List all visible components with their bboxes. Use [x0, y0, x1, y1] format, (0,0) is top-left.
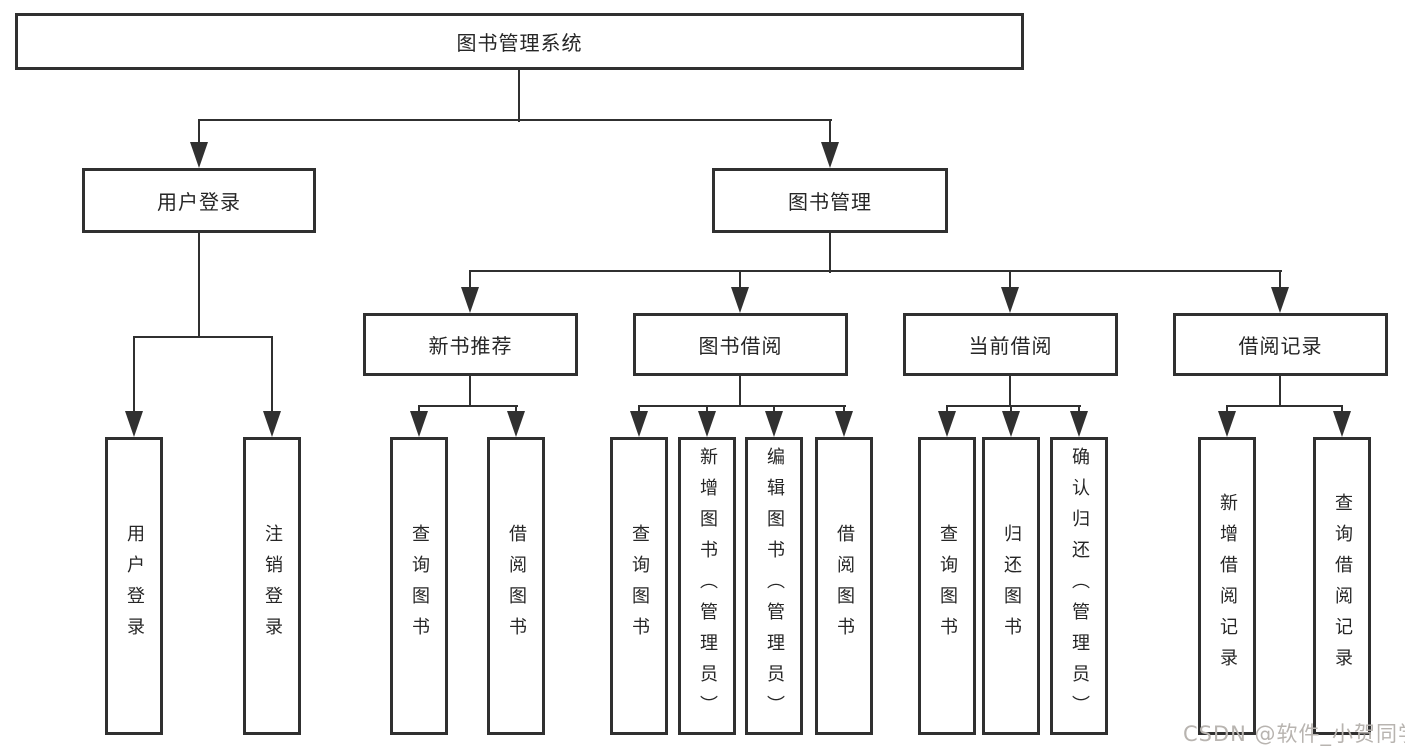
arrow-down-icon: [461, 287, 479, 313]
leaf-label: 借阅图书: [506, 524, 527, 648]
connector-line: [271, 336, 273, 425]
leaf-edit-books-admin: 编辑图书（管理员）: [745, 437, 803, 735]
connector-line: [946, 405, 1081, 407]
arrow-down-icon: [507, 411, 525, 437]
node-label: 新书推荐: [428, 334, 513, 358]
arrow-down-icon: [1218, 411, 1236, 437]
connector-line: [133, 336, 135, 425]
connector-line: [829, 119, 831, 156]
leaf-label: 借阅图书: [834, 524, 855, 648]
connector-line: [198, 119, 200, 156]
leaf-query-books-recommend: 查询图书: [390, 437, 448, 735]
connector-line: [638, 405, 846, 407]
leaf-add-books-admin: 新增图书（管理员）: [678, 437, 736, 735]
arrow-down-icon: [190, 142, 208, 168]
connector-line: [133, 336, 273, 338]
connector-line: [469, 270, 1282, 272]
leaf-label: 用户登录: [124, 524, 145, 648]
leaf-label: 查询图书: [409, 524, 430, 648]
arrow-down-icon: [835, 411, 853, 437]
leaf-label: 编辑图书（管理员）: [764, 446, 785, 726]
leaf-label: 查询图书: [937, 524, 958, 648]
leaf-label: 注销登录: [262, 524, 283, 648]
csdn-watermark: CSDN @软件_小贺同学: [1183, 722, 1405, 746]
leaf-label: 查询借阅记录: [1332, 493, 1353, 679]
arrow-down-icon: [731, 287, 749, 313]
leaf-borrow-books-recommend: 借阅图书: [487, 437, 545, 735]
connector-line: [829, 232, 831, 273]
arrow-down-icon: [263, 411, 281, 437]
arrow-down-icon: [1333, 411, 1351, 437]
connector-line: [1279, 376, 1281, 407]
connector-line: [739, 376, 741, 407]
leaf-query-books-borrow: 查询图书: [610, 437, 668, 735]
arrow-down-icon: [1070, 411, 1088, 437]
node-book-management: 图书管理: [712, 168, 948, 233]
arrow-down-icon: [125, 411, 143, 437]
node-borrowing-records: 借阅记录: [1173, 313, 1388, 376]
arrow-down-icon: [821, 142, 839, 168]
leaf-query-borrow-record: 查询借阅记录: [1313, 437, 1371, 735]
arrow-down-icon: [938, 411, 956, 437]
leaf-query-books-current: 查询图书: [918, 437, 976, 735]
connector-line: [1226, 405, 1343, 407]
connector-line: [1009, 376, 1011, 407]
connector-line: [198, 119, 832, 121]
leaf-confirm-return-admin: 确认归还（管理员）: [1050, 437, 1108, 735]
node-user-login: 用户登录: [82, 168, 316, 233]
node-label: 借阅记录: [1238, 334, 1323, 358]
leaf-label: 确认归还（管理员）: [1069, 446, 1090, 726]
leaf-borrow-books: 借阅图书: [815, 437, 873, 735]
arrow-down-icon: [765, 411, 783, 437]
node-book-borrowing: 图书借阅: [633, 313, 848, 376]
node-label: 图书借阅: [698, 334, 783, 358]
connector-line: [739, 270, 741, 301]
node-new-book-recommendation: 新书推荐: [363, 313, 578, 376]
leaf-label: 新增图书（管理员）: [697, 446, 718, 726]
connector-line: [1009, 270, 1011, 301]
arrow-down-icon: [630, 411, 648, 437]
node-library-management-system: 图书管理系统: [15, 13, 1024, 70]
node-label: 用户登录: [157, 190, 241, 214]
leaf-return-books: 归还图书: [982, 437, 1040, 735]
connector-line: [469, 376, 471, 407]
leaf-add-borrow-record: 新增借阅记录: [1198, 437, 1256, 735]
connector-line: [518, 70, 520, 122]
connector-line: [418, 405, 518, 407]
arrow-down-icon: [1001, 287, 1019, 313]
leaf-label: 归还图书: [1001, 524, 1022, 648]
node-current-borrowing: 当前借阅: [903, 313, 1118, 376]
leaf-label: 新增借阅记录: [1217, 493, 1238, 679]
connector-line: [1279, 270, 1281, 301]
node-label: 图书管理系统: [456, 31, 583, 55]
connector-line: [469, 270, 471, 301]
arrow-down-icon: [1002, 411, 1020, 437]
node-label: 图书管理: [788, 190, 872, 214]
node-label: 当前借阅: [968, 334, 1053, 358]
arrow-down-icon: [1271, 287, 1289, 313]
arrow-down-icon: [698, 411, 716, 437]
connector-line: [198, 232, 200, 338]
leaf-label: 查询图书: [629, 524, 650, 648]
leaf-user-login: 用户登录: [105, 437, 163, 735]
arrow-down-icon: [410, 411, 428, 437]
leaf-logout: 注销登录: [243, 437, 301, 735]
